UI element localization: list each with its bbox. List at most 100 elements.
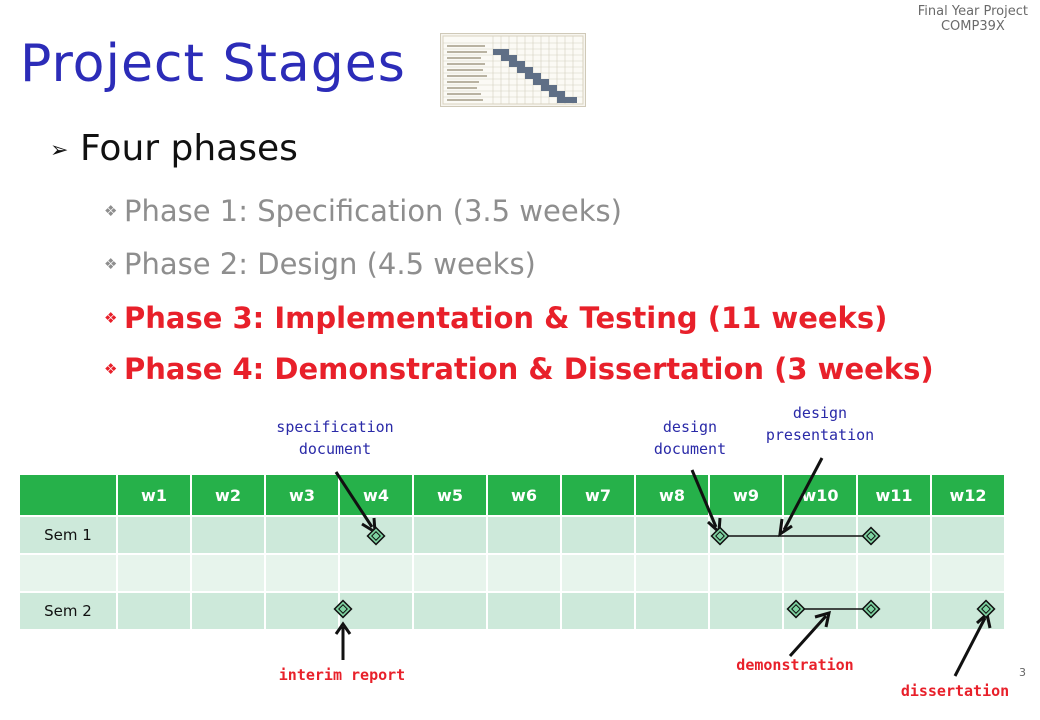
milestone-diamond-icon (861, 526, 881, 546)
phase-1: ❖ Phase 1: Specification (3.5 weeks) (104, 194, 622, 228)
week-header: w4 (338, 473, 414, 517)
corner-cell (18, 473, 118, 517)
week-header: w3 (264, 473, 340, 517)
cell (634, 591, 710, 631)
diamond-bullet-icon: ❖ (104, 202, 118, 220)
cell (486, 591, 562, 631)
cell (412, 515, 488, 555)
cell (708, 591, 784, 631)
cell (486, 553, 562, 593)
milestone-markers (333, 526, 996, 619)
phase-4-text: Phase 4: Demonstration & Dissertation (3… (124, 352, 934, 386)
gantt-chart-thumbnail (440, 33, 586, 107)
note-line: specification (276, 418, 394, 436)
cell (190, 515, 266, 555)
week-header: w1 (116, 473, 192, 517)
note-line: design (662, 418, 718, 436)
diamond-bullet-icon: ❖ (104, 255, 118, 273)
cell (116, 553, 192, 593)
cell (782, 553, 858, 593)
milestone-diamond-icon (710, 526, 730, 546)
table-row: Sem 1 (18, 515, 1006, 555)
phase-2: ❖ Phase 2: Design (4.5 weeks) (104, 247, 536, 281)
week-header: w2 (190, 473, 266, 517)
milestone-diamond-icon (786, 599, 806, 619)
week-header: w12 (930, 473, 1006, 517)
cell (708, 553, 784, 593)
row-label: Sem 1 (18, 515, 118, 555)
note-line: document (298, 440, 372, 458)
course-label-line1: Final Year Project (917, 4, 1028, 19)
note-interim-report: interim report (278, 666, 406, 684)
cell (116, 515, 192, 555)
course-label: Final Year Project COMP39X (918, 4, 1028, 34)
cell (412, 591, 488, 631)
arrow-dissertation (953, 617, 987, 677)
phase-3: ❖ Phase 3: Implementation & Testing (11 w… (104, 301, 887, 335)
diamond-bullet-icon: ❖ (104, 309, 118, 327)
cell (560, 591, 636, 631)
arrow-demonstration (788, 614, 828, 658)
table-row: Sem 2 (18, 591, 1006, 631)
phase-2-text: Phase 2: Design (4.5 weeks) (124, 247, 536, 281)
cell (116, 591, 192, 631)
arrowhead (778, 518, 793, 538)
note-dissertation: dissertation (900, 682, 1010, 700)
cell (708, 515, 784, 555)
note-line: document (653, 440, 727, 458)
cell (560, 515, 636, 555)
note-line: presentation (765, 426, 875, 444)
cell (190, 553, 266, 593)
heading-four-phases: ➢ Four phases (50, 128, 298, 169)
note-design-document: design document (630, 416, 750, 460)
timeline-table: w1 w2 w3 w4 w5 w6 w7 w8 w9 w10 w11 w12 S… (18, 473, 1006, 631)
arrow-bullet-icon: ➢ (50, 137, 69, 163)
week-header: w5 (412, 473, 488, 517)
cell (634, 553, 710, 593)
arrowhead (334, 621, 352, 635)
arrow-design-doc (690, 469, 718, 528)
page-number: 3 (1019, 666, 1026, 679)
milestone-diamond-icon (333, 599, 353, 619)
cell (338, 553, 414, 593)
week-header: w11 (856, 473, 932, 517)
arrow-spec (334, 471, 374, 528)
milestone-diamond-icon (861, 599, 881, 619)
diamond-bullet-icon: ❖ (104, 360, 118, 378)
note-specification-document: specification document (260, 416, 410, 460)
cell (264, 591, 340, 631)
cell (856, 553, 932, 593)
slide-title: Project Stages (20, 34, 406, 94)
cell (856, 515, 932, 555)
note-design-presentation: design presentation (745, 402, 895, 446)
cell (264, 515, 340, 555)
course-label-line2: COMP39X (940, 19, 1005, 34)
row-label (18, 553, 118, 593)
row-label: Sem 2 (18, 591, 118, 631)
heading-text: Four phases (80, 128, 298, 169)
phase-3-text: Phase 3: Implementation & Testing (11 we… (124, 301, 888, 335)
milestone-diamond-icon (366, 526, 386, 546)
cell (486, 515, 562, 555)
table-row (18, 553, 1006, 593)
note-line: design (792, 404, 848, 422)
cell (190, 591, 266, 631)
week-header: w9 (708, 473, 784, 517)
week-header: w7 (560, 473, 636, 517)
cell (412, 553, 488, 593)
timeline-header-row: w1 w2 w3 w4 w5 w6 w7 w8 w9 w10 w11 w12 (18, 473, 1006, 517)
milestone-diamond-icon (976, 599, 996, 619)
week-header: w6 (486, 473, 562, 517)
cell (634, 515, 710, 555)
phase-4: ❖ Phase 4: Demonstration & Dissertation (… (104, 352, 934, 386)
cell (264, 553, 340, 593)
arrowhead (814, 610, 831, 628)
cell (338, 591, 414, 631)
cell (930, 553, 1006, 593)
cell (930, 515, 1006, 555)
cell (782, 515, 858, 555)
note-demonstration: demonstration (736, 656, 854, 674)
cell (560, 553, 636, 593)
phase-1-text: Phase 1: Specification (3.5 weeks) (124, 194, 622, 228)
